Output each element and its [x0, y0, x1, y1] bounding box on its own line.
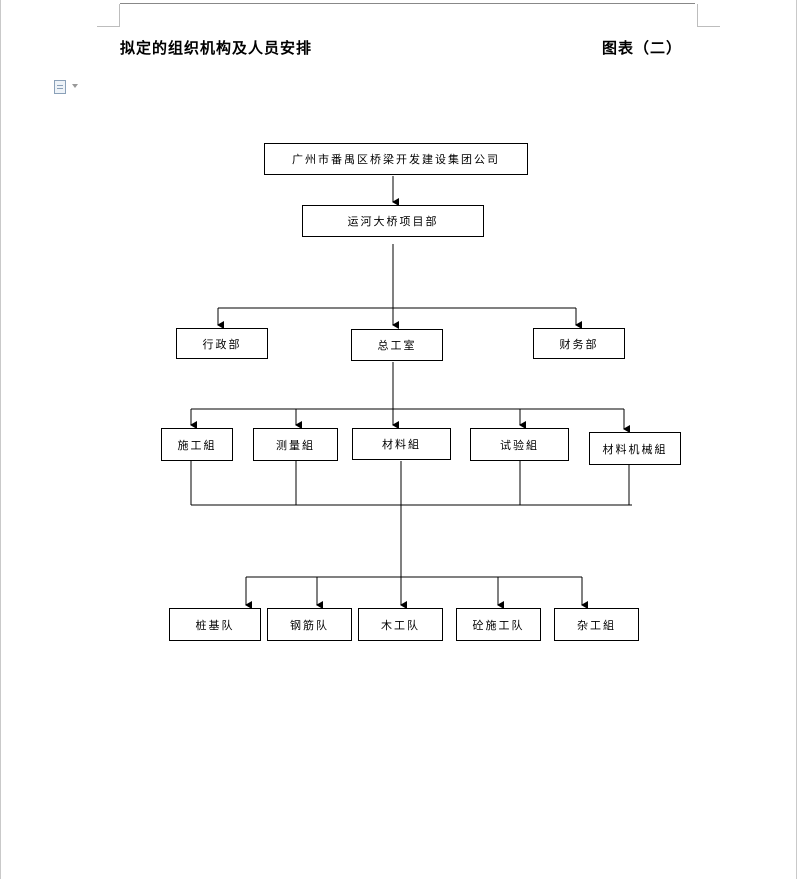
- margin-corner-mark: [97, 4, 120, 27]
- chevron-down-icon[interactable]: [72, 84, 78, 88]
- node-misc-labor-group: 杂工組: [554, 608, 639, 641]
- node-concrete-team: 砼施工队: [456, 608, 541, 641]
- node-admin-department: 行政部: [176, 328, 268, 359]
- node-construction-group: 施工組: [161, 428, 233, 461]
- page-left-edge: [0, 0, 1, 879]
- node-pile-foundation-team: 桩基队: [169, 608, 261, 641]
- node-chief-engineer-office: 总工室: [351, 329, 443, 361]
- node-machinery-group: 材料机械組: [589, 432, 681, 465]
- document-icon[interactable]: [54, 80, 66, 94]
- node-finance-department: 财务部: [533, 328, 625, 359]
- node-materials-group: 材料組: [352, 428, 451, 460]
- node-survey-group: 测量組: [253, 428, 338, 461]
- node-testing-group: 试验組: [470, 428, 569, 461]
- header-rule: [120, 3, 695, 4]
- node-rebar-team: 钢筋队: [267, 608, 352, 641]
- margin-corner-mark: [697, 4, 720, 27]
- node-carpentry-team: 木工队: [358, 608, 443, 641]
- node-project-department: 运河大桥项目部: [302, 205, 484, 237]
- node-root-company: 广州市番禺区桥梁开发建设集团公司: [264, 143, 528, 175]
- figure-label: 图表（二）: [602, 39, 683, 57]
- page-title: 拟定的组织机构及人员安排: [120, 39, 313, 57]
